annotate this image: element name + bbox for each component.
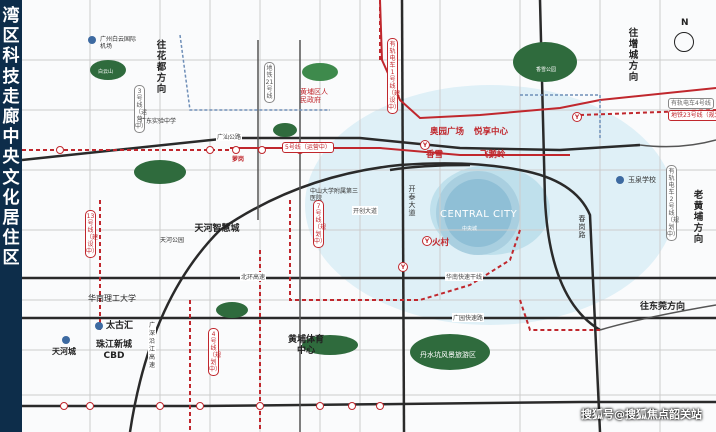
place-tianhecheng: 天河城 xyxy=(52,347,76,356)
place-zhongsan: 中山大学附属第三医院 xyxy=(310,188,359,202)
place-zhujiang: 珠江新城CBD xyxy=(95,340,132,361)
station-luogang: 萝岗 xyxy=(232,156,245,163)
place-huangpu-gov: 黄埔区人民政府 xyxy=(300,88,328,104)
place-tianhe-zhihui: 天河智慧城 xyxy=(194,224,240,234)
metro-label-line21: 地铁21号线 xyxy=(264,62,275,103)
park-label-xiangxue: 香雪公园 xyxy=(536,67,557,73)
place-taiguhui: 太古汇 xyxy=(106,321,134,331)
place-huangpu-center: 黄埔体育中心 xyxy=(287,335,324,356)
airport-icon xyxy=(88,36,96,44)
road-kaichuang: 开创大道 xyxy=(352,206,379,215)
park-xiangxue xyxy=(513,42,577,82)
road-beitaihuan: 北环高速 xyxy=(240,272,267,281)
landmark-icon xyxy=(95,322,103,330)
metro-station-icon: Y xyxy=(422,236,432,246)
metro-label-line3: 3号线（运营中） xyxy=(134,85,147,133)
metro-label-tram4: 有轨电车4号线 xyxy=(668,98,714,109)
place-tianhe-park: 天河公园 xyxy=(160,237,185,244)
road-jiangye: 广园快速路 xyxy=(452,313,485,322)
metro-label-line23: 地铁23号线（规划中） xyxy=(668,110,716,121)
metro-station-icon: Y xyxy=(398,262,408,272)
road-guangzhou: 广深沿江高速 xyxy=(148,322,156,370)
place-yuquan: 玉泉学校 xyxy=(628,176,656,184)
park-label-danshui: 丹水坑风景旅游区 xyxy=(420,351,476,359)
road-kaitai: 开泰大道 xyxy=(408,185,416,217)
park-danshui xyxy=(410,334,490,370)
park-label-baiyun: 白云山 xyxy=(98,69,114,75)
project-name-en: CENTRAL CITY xyxy=(440,209,518,220)
park-xiangxue-left xyxy=(134,160,186,184)
park-baiyun xyxy=(90,60,126,80)
school-icon xyxy=(616,176,624,184)
title-sidebar: 湾区科技走廊中央文化居住区 xyxy=(0,0,22,432)
station-hecun: 火村 xyxy=(432,238,450,248)
place-huagong: 华南理工大学 xyxy=(88,294,136,303)
metro-label-tram2: 有轨电车2号线（规划中） xyxy=(666,165,679,241)
metro-label-line4: 4号线（规划中） xyxy=(208,328,221,376)
road-chun: 春岗路 xyxy=(578,215,586,239)
station-xiangxue: 香雪 xyxy=(426,150,444,160)
watermark: 搜狐号@搜狐焦点韶关站 xyxy=(581,408,702,421)
metro-label-line5: 5号线（运营中） xyxy=(282,142,334,153)
station-yueqian: 悦享中心 xyxy=(474,127,509,137)
metro-label-line13: 13号线（建设中） xyxy=(85,210,98,258)
direction-dongguan: 往东莞方向 xyxy=(640,302,686,312)
road-huanan: 华南快速干线 xyxy=(445,272,484,281)
metro-label-line6: 有轨电车1号线（建设中） xyxy=(387,38,400,114)
direction-huangpu: 老黄埔方向 xyxy=(693,190,704,245)
project-name-cn: 中央城 xyxy=(462,226,478,232)
direction-huadu: 往花都方向 xyxy=(156,40,167,95)
metro-label-line7: 7号线（规划中） xyxy=(313,200,326,248)
road-guangshan: 广汕公路 xyxy=(216,132,243,141)
place-guangdong-school: 广东实验中学 xyxy=(140,118,177,125)
station-aoyuan: 奥园广场 xyxy=(430,127,465,137)
landmark-icon xyxy=(62,336,70,344)
page-title: 湾区科技走廊中央文化居住区 xyxy=(2,6,20,269)
compass-north-label: N xyxy=(681,18,689,28)
direction-zengcheng: 往增城方向 xyxy=(628,28,639,83)
metro-station-icon: Y xyxy=(420,140,430,150)
metro-station-icon: Y xyxy=(572,112,582,122)
compass-icon xyxy=(674,32,694,52)
place-airport: 广州白云国际机场 xyxy=(100,36,137,50)
station-feie: 飞鹅岭 xyxy=(480,150,506,160)
